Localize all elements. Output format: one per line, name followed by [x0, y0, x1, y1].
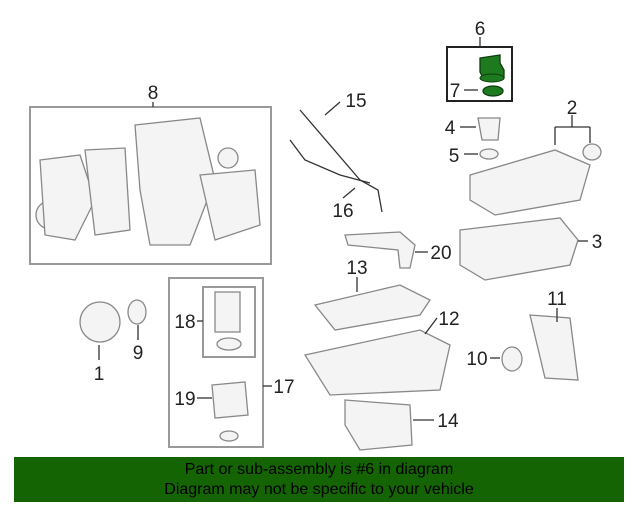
callout-2[interactable]: 2	[567, 98, 578, 119]
seal-part-7[interactable]	[482, 85, 504, 97]
callout-14[interactable]: 14	[437, 411, 459, 432]
dipstick-tube-part-16[interactable]	[289, 139, 371, 184]
oil-pan-part-12[interactable]	[303, 329, 451, 396]
banner-line-1: Part or sub-assembly is #6 in diagram	[184, 461, 454, 478]
callout-13[interactable]: 13	[346, 258, 367, 279]
valve-cover-part-2[interactable]	[469, 149, 591, 216]
pulley-part-1[interactable]	[79, 301, 121, 343]
seal-part-9[interactable]	[127, 299, 147, 325]
seal-part-10[interactable]	[501, 346, 523, 372]
callout-12[interactable]: 12	[438, 309, 459, 330]
housing-part-4[interactable]	[477, 117, 501, 141]
o-ring-part-5[interactable]	[479, 148, 499, 160]
callout-8[interactable]: 8	[148, 83, 159, 104]
valve-cover-seal[interactable]	[582, 143, 602, 161]
banner-line-2: Diagram may not be specific to your vehi…	[164, 481, 474, 498]
callout-11[interactable]: 11	[547, 289, 567, 310]
callout-16[interactable]: 16	[332, 201, 353, 222]
callout-3[interactable]: 3	[592, 232, 603, 253]
callout-1[interactable]: 1	[94, 364, 105, 385]
callout-10[interactable]: 10	[466, 349, 487, 370]
dipstick-part-15[interactable]	[299, 109, 383, 213]
group-box-17	[168, 277, 264, 448]
callout-6[interactable]: 6	[475, 19, 486, 40]
group-box-8	[29, 106, 272, 265]
callout-18[interactable]: 18	[174, 312, 195, 333]
callout-5[interactable]: 5	[449, 146, 460, 167]
callout-20[interactable]: 20	[430, 243, 451, 264]
callout-15[interactable]: 15	[345, 91, 366, 112]
info-banner: Part or sub-assembly is #6 in diagram Di…	[14, 457, 624, 502]
callout-17[interactable]: 17	[273, 377, 294, 398]
group-box-18	[202, 286, 256, 358]
gasket-part-3[interactable]	[459, 217, 579, 281]
timing-cover-part-8[interactable]	[35, 117, 261, 246]
cover-part-11[interactable]	[529, 314, 579, 381]
callout-19[interactable]: 19	[174, 389, 195, 410]
filter-housing-part-19[interactable]	[211, 381, 249, 419]
callout-7[interactable]: 7	[450, 81, 461, 102]
callout-9[interactable]: 9	[133, 343, 144, 364]
filter-element-part-18[interactable]	[214, 291, 241, 333]
baffle-part-13[interactable]	[313, 284, 431, 331]
lower-pan-part-14[interactable]	[344, 399, 413, 451]
oil-pipe-part-20[interactable]	[344, 231, 416, 269]
oil-filler-cap-part-6[interactable]	[479, 54, 505, 83]
leader-lines	[98, 37, 591, 421]
callout-4[interactable]: 4	[445, 118, 456, 139]
